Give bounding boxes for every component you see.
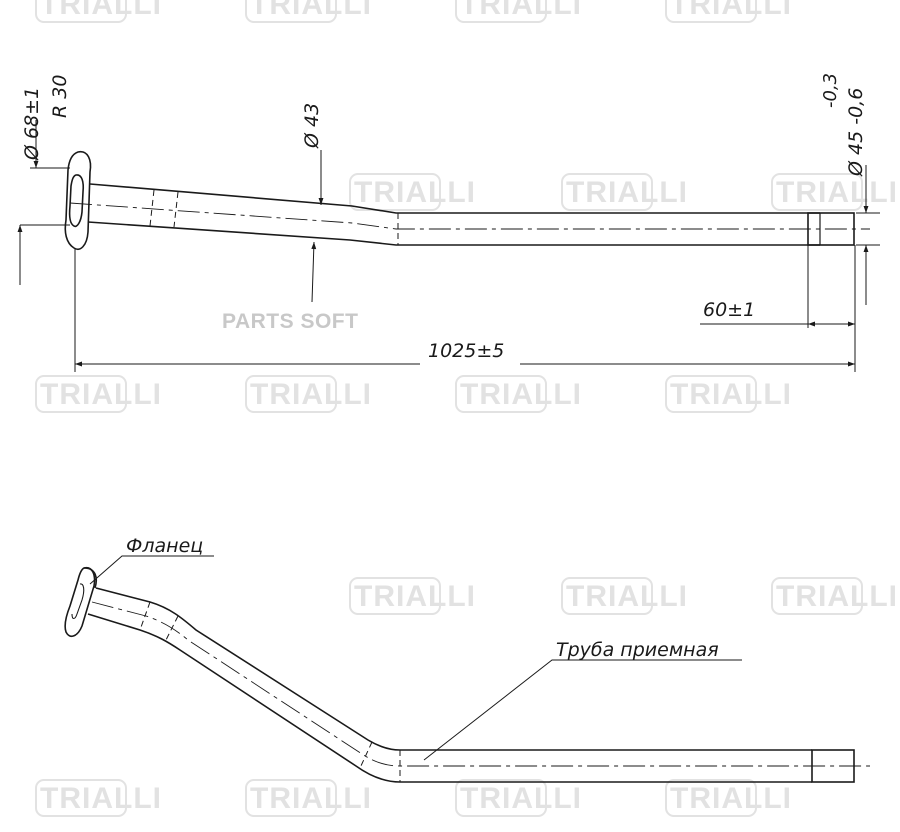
watermark-logo: TRIALLI xyxy=(460,378,582,411)
watermark-logo: TRIALLI xyxy=(670,782,792,815)
watermark-frame xyxy=(35,375,127,413)
dim-end-diameter: Ø 45 -0,6 xyxy=(845,88,867,177)
watermark-logo: TRIALLI xyxy=(40,378,162,411)
watermark-frame xyxy=(245,0,337,23)
watermark-frame xyxy=(561,577,653,615)
watermark-logo: TRIALLI xyxy=(776,176,898,209)
watermark-frame xyxy=(561,173,653,211)
watermark-frame xyxy=(665,375,757,413)
watermark-logo: TRIALLI xyxy=(40,0,162,21)
watermark-logo: TRIALLI xyxy=(460,0,582,21)
dim-pipe-diameter: Ø 43 xyxy=(301,103,323,149)
watermark-frame xyxy=(35,0,127,23)
dim-bend-radius: R 30 xyxy=(49,75,71,118)
watermark-logo: TRIALLI xyxy=(776,580,898,613)
watermark-logo: TRIALLI xyxy=(250,782,372,815)
watermark-logo: TRIALLI xyxy=(40,782,162,815)
leader-flange xyxy=(89,555,214,585)
iso-view xyxy=(64,555,870,783)
dim-end-tolerance-upper: -0,3 xyxy=(820,73,841,108)
watermark-logo: TRIALLI xyxy=(670,378,792,411)
iso-flange xyxy=(64,566,96,638)
watermark-frame xyxy=(665,779,757,817)
watermark-logo: TRIALLI xyxy=(566,176,688,209)
pipe-upper-edge xyxy=(89,183,820,214)
flange-outline xyxy=(64,150,92,250)
iso-pipe-upper-edge xyxy=(95,587,812,751)
watermark-layer: TRIALLI TRIALLI TRIALLI TRIALLI TRIALLI TRIAL… xyxy=(35,0,898,817)
watermark-frame xyxy=(771,577,863,615)
iso-pipe-lower-edge xyxy=(87,613,812,783)
watermark-frame xyxy=(771,173,863,211)
watermark-logo: TRIALLI xyxy=(250,378,372,411)
watermark-logo: TRIALLI xyxy=(354,580,476,613)
watermark-frame xyxy=(245,375,337,413)
leader-pipe xyxy=(423,659,742,761)
watermark-frame xyxy=(35,779,127,817)
brand-stamp: PARTS SOFT xyxy=(222,310,358,333)
watermark-frame xyxy=(245,779,337,817)
watermark-logo: TRIALLI xyxy=(670,0,792,21)
dim-overall-length: 1025±5 xyxy=(428,340,504,362)
watermark-frame xyxy=(455,375,547,413)
label-flange: Фланец xyxy=(126,535,203,557)
watermark-frame xyxy=(349,577,441,615)
watermark-logo: TRIALLI xyxy=(250,0,372,21)
watermark-logo: TRIALLI xyxy=(566,580,688,613)
watermark-frame xyxy=(349,173,441,211)
label-pipe: Труба приемная xyxy=(556,639,719,661)
flange-hole xyxy=(68,174,85,228)
watermark-frame xyxy=(665,0,757,23)
watermark-logo: TRIALLI xyxy=(354,176,476,209)
dim-flange-diameter: Ø 68±1 xyxy=(21,87,43,161)
watermark-frame xyxy=(455,779,547,817)
dim-end-length: 60±1 xyxy=(703,299,755,321)
pipe-lower-edge xyxy=(87,221,820,246)
top-view xyxy=(17,120,880,372)
watermark-frame xyxy=(455,0,547,23)
watermark-logo: TRIALLI xyxy=(460,782,582,815)
